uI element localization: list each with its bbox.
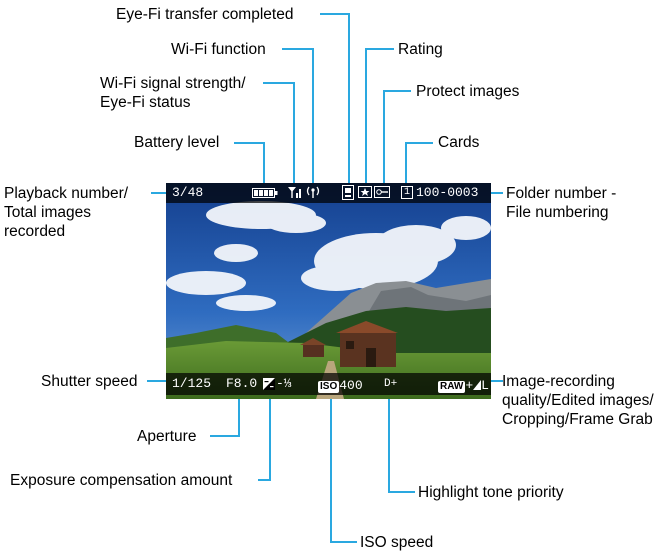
label-wifi-signal-line1: Wi-Fi signal strength/ [100,75,246,92]
small-house [300,338,326,357]
wifi-signal-icon [288,187,301,198]
label-folder-number: Folder number - File numbering [506,184,616,222]
label-exposure-comp: Exposure compensation amount [10,472,233,489]
label-quality-line1: Image-recording [502,373,615,390]
raw-badge: RAW [438,381,466,393]
wifi-function-icon [306,186,320,198]
leader-exposure [258,390,271,481]
iso-badge: ISO [318,381,340,393]
quality-group: RAW+ L [438,378,489,394]
folder-file-number: 100-0003 [416,185,479,200]
playback-number: 3/48 [172,185,204,200]
label-rating: Rating [398,41,443,58]
label-image-quality: Image-recording quality/Edited images/ C… [502,372,654,429]
leader-iso [330,390,357,543]
label-wifi-function: Wi-Fi function [171,41,266,58]
protect-icon [374,186,390,198]
label-playback-line1: Playback number/ [4,185,129,202]
cloud [301,265,371,291]
leader-wifi-signal [263,82,295,183]
highlight-tone-value: D+ [384,378,398,390]
label-folder-line2: File numbering [506,204,609,221]
label-protect-images: Protect images [416,83,520,100]
eyefi-transfer-icon [342,185,354,200]
label-highlight-tone: Highlight tone priority [418,484,564,501]
label-cards: Cards [438,134,480,151]
label-iso-speed: ISO speed [360,534,434,551]
cloud [214,244,258,262]
leader-aperture [210,390,240,437]
leader-cards [405,142,433,183]
leader-rating [365,48,394,183]
aperture-value: F8.0 [226,376,258,391]
label-quality-line3: Cropping/Frame Grab [502,411,653,428]
label-wifi-signal-line2: Eye-Fi status [100,94,191,111]
label-aperture: Aperture [137,428,197,445]
exposure-comp-icon [263,378,275,390]
cloud [376,225,456,265]
leader-protect [383,90,411,183]
label-battery-level: Battery level [134,134,220,151]
cloud [441,216,491,240]
label-folder-line1: Folder number - [506,185,617,202]
leader-eyefi-transfer [320,13,350,183]
cloud [266,213,326,233]
cloud [216,295,276,311]
rating-icon [358,186,372,198]
jpeg-quality-icon [473,380,482,390]
label-playback-line3: recorded [4,223,66,240]
card-icon [401,186,413,199]
label-eyefi-transfer: Eye-Fi transfer completed [116,6,294,23]
iso-value: 400 [339,378,363,393]
wooden-house [336,321,398,367]
landscape-photo [166,183,491,399]
label-playback-number: Playback number/ Total images recorded [4,184,128,241]
card-number: 1 [403,187,410,198]
quality-size: L [481,378,489,393]
shutter-speed-value: 1/125 [172,376,212,391]
exposure-comp-value: -⅓ [276,376,292,391]
leader-highlight [388,390,415,493]
label-quality-line2: quality/Edited images/ [502,392,654,409]
label-playback-line2: Total images [4,204,92,221]
battery-icon [252,188,278,198]
label-wifi-signal: Wi-Fi signal strength/ Eye-Fi status [100,74,246,112]
cloud [166,271,246,295]
leader-wifi-function [282,48,314,183]
leader-battery [234,142,265,183]
label-shutter-speed: Shutter speed [41,373,138,390]
quality-plus: + [465,378,474,393]
